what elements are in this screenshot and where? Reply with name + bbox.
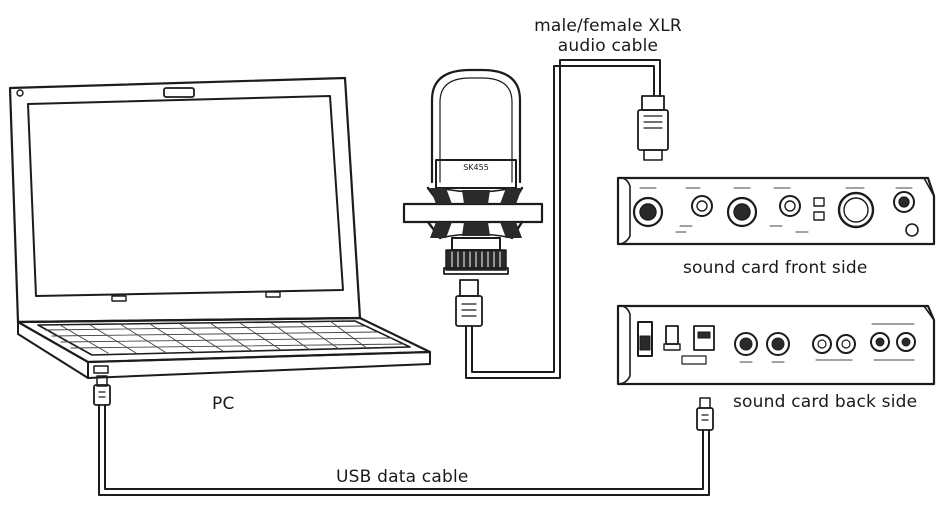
sound-card-back xyxy=(616,304,936,386)
sound-card-front-label: sound card front side xyxy=(683,258,868,278)
usb-cable xyxy=(93,375,714,496)
microphone xyxy=(402,68,544,275)
laptop xyxy=(8,76,432,379)
xlr-cable xyxy=(455,59,669,379)
xlr-cable-label-line1: male/female XLR xyxy=(534,16,682,36)
xlr-cable-label-line2: audio cable xyxy=(557,36,659,56)
usb-cable-label: USB data cable xyxy=(336,467,469,487)
sound-card-front xyxy=(616,176,936,246)
microphone-model-label: SK455 xyxy=(463,163,489,172)
pc-label: PC xyxy=(212,394,235,414)
sound-card-back-label: sound card back side xyxy=(733,392,918,412)
